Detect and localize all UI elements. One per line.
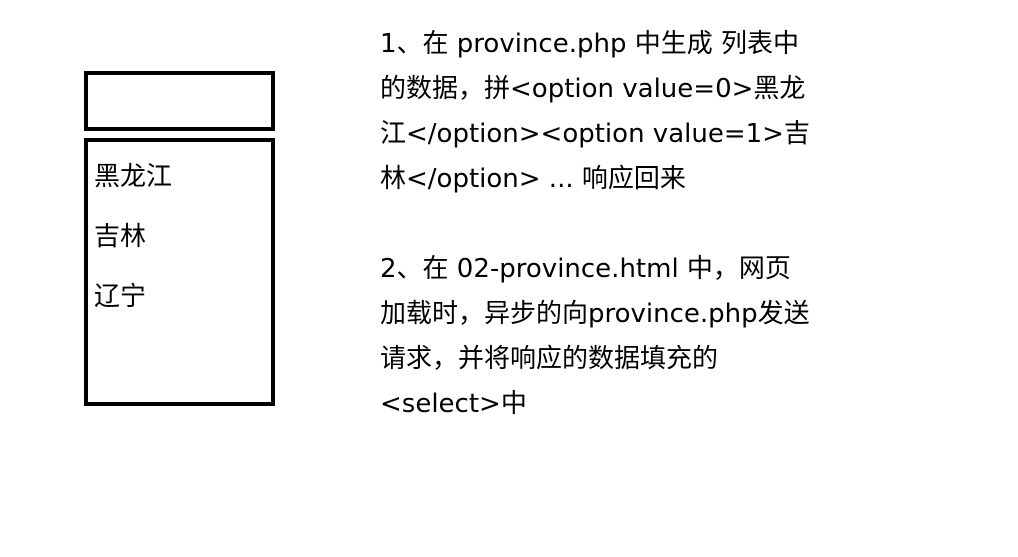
step-2-line-4: <select>中	[380, 389, 527, 419]
step-1-line-2: 的数据，拼<option value=0>黑龙	[380, 74, 806, 104]
step-1-line-1: 1、在 province.php 中生成 列表中	[380, 29, 799, 59]
step-2-line-2: 加载时，异步的向province.php发送	[380, 299, 810, 329]
step-1: 1、在 province.php 中生成 列表中 的数据，拼<option va…	[380, 22, 840, 202]
option-liaoning[interactable]: 辽宁	[94, 282, 147, 312]
select-box[interactable]	[84, 71, 275, 131]
instructions: 1、在 province.php 中生成 列表中 的数据，拼<option va…	[380, 22, 840, 427]
step-1-line-3: 江</option><option value=1>吉	[380, 119, 810, 149]
step-2: 2、在 02-province.html 中，网页 加载时，异步的向provin…	[380, 247, 840, 427]
option-jilin[interactable]: 吉林	[94, 222, 147, 252]
options-list[interactable]: 黑龙江 吉林 辽宁	[84, 138, 275, 406]
step-1-line-4: 林</option> ... 响应回来	[380, 164, 686, 194]
step-2-line-1: 2、在 02-province.html 中，网页	[380, 254, 791, 284]
option-heilongjiang[interactable]: 黑龙江	[94, 162, 173, 192]
step-2-line-3: 请求，并将响应的数据填充的	[380, 344, 719, 374]
